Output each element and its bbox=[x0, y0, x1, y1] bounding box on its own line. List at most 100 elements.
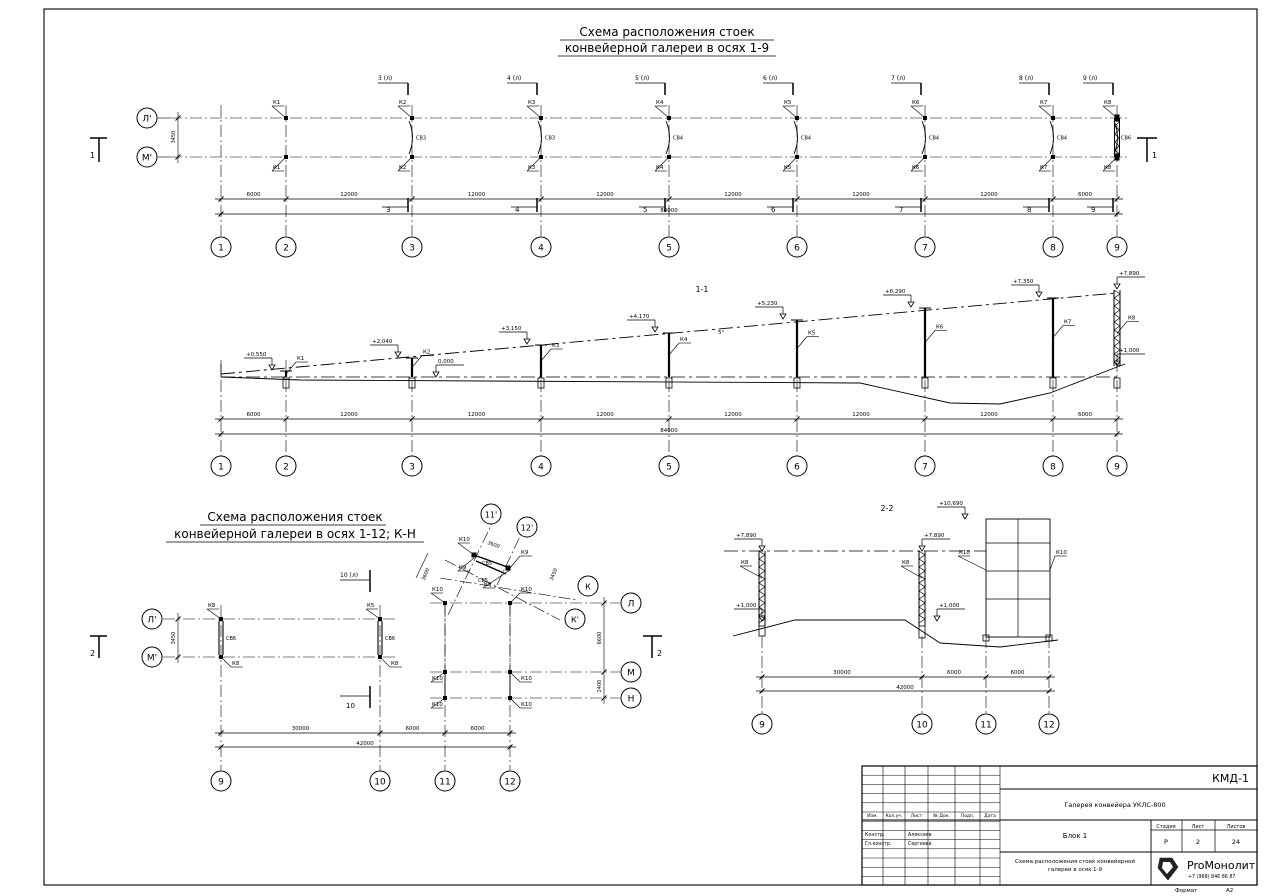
brace-mark: СВ6 bbox=[385, 636, 395, 642]
dim-value: 12000 bbox=[852, 412, 870, 418]
axis-label: 10 bbox=[374, 778, 386, 788]
elevation-value: +7,890 bbox=[736, 533, 757, 539]
elevation-value: +5,230 bbox=[757, 301, 778, 307]
dim-value: 6000 bbox=[1011, 670, 1025, 676]
axis-bubble bbox=[786, 236, 808, 258]
dim-tick bbox=[507, 744, 513, 750]
format-value: А2 bbox=[1226, 888, 1233, 894]
leader-line bbox=[1116, 321, 1128, 334]
elevation-value: +7,890 bbox=[1119, 271, 1140, 277]
elevation-marker bbox=[523, 338, 531, 345]
row-axis-label: Л' bbox=[142, 115, 151, 125]
lattice-web bbox=[1113, 117, 1121, 155]
axis-label: 11 bbox=[439, 778, 450, 788]
axis-bubble bbox=[658, 236, 680, 258]
leader-line bbox=[526, 105, 542, 119]
column-mark: К10 bbox=[521, 702, 532, 708]
axis-label: 12 bbox=[504, 778, 515, 788]
company-name: ProМонолит bbox=[1187, 859, 1256, 872]
dim-tick bbox=[922, 416, 928, 422]
elevation-marker bbox=[394, 351, 402, 358]
foundation bbox=[758, 625, 766, 637]
axis-label: 9 bbox=[218, 778, 224, 788]
sheet-frame bbox=[43, 8, 1258, 886]
section-mark-label: 9 bbox=[1091, 206, 1095, 214]
column-mark: К8 bbox=[741, 560, 749, 566]
dim-tick bbox=[218, 196, 224, 202]
row-axis-label: М' bbox=[142, 154, 152, 164]
cut-label: 1 bbox=[90, 151, 95, 160]
dim-value: 12000 bbox=[724, 412, 742, 418]
dim-tick bbox=[283, 416, 289, 422]
column-mark: К1 bbox=[273, 165, 280, 171]
axis-label: К' bbox=[571, 616, 579, 625]
elevation-marker bbox=[933, 615, 941, 622]
column-mark: К3 bbox=[528, 165, 536, 171]
stamp-col-head: Лист bbox=[911, 813, 923, 819]
axis-label: 4 bbox=[538, 244, 544, 254]
dim-value: 3450 bbox=[171, 131, 177, 144]
dim-value: 6000 bbox=[1078, 192, 1092, 198]
dim-tick bbox=[666, 196, 672, 202]
dim-value: 12000 bbox=[468, 192, 486, 198]
axis-label: 1 bbox=[218, 463, 224, 473]
axis-label: 9 bbox=[759, 721, 765, 731]
stamp-stage-head: Лист bbox=[1192, 824, 1205, 830]
leader-line bbox=[411, 355, 423, 368]
axis-bubble bbox=[751, 713, 773, 735]
elevation-value: +1,000 bbox=[736, 603, 757, 609]
bracing bbox=[793, 120, 798, 155]
elevation-value: 0,000 bbox=[438, 359, 454, 365]
axis-bubble bbox=[401, 455, 423, 477]
elevation-value: +2,040 bbox=[372, 339, 393, 345]
bracing bbox=[1113, 120, 1118, 155]
stamp-block: Блок 1 bbox=[1063, 832, 1087, 840]
section-mark-label: 6 (л) bbox=[763, 75, 777, 82]
dim-tick bbox=[601, 600, 607, 606]
dim-value: 12000 bbox=[980, 192, 998, 198]
axis-bubble bbox=[401, 236, 423, 258]
dim-tick bbox=[507, 730, 513, 736]
leader-line bbox=[900, 565, 923, 579]
stamp-sheet-desc: Схема расположения стоек конвейерной bbox=[1015, 858, 1135, 865]
dim-tick bbox=[1050, 196, 1056, 202]
dim-value: 12000 bbox=[980, 412, 998, 418]
column-mark: К2 bbox=[423, 350, 430, 356]
elevation-marker bbox=[758, 545, 766, 552]
axis-bubble bbox=[516, 516, 538, 538]
dim-value: 12000 bbox=[468, 412, 486, 418]
elevation-marker bbox=[961, 513, 969, 520]
axis-bubble bbox=[1042, 455, 1064, 477]
column-mark: К7 bbox=[1040, 165, 1048, 171]
stamp-stage-value: 2 bbox=[1196, 838, 1200, 846]
column-mark: К6 bbox=[912, 100, 920, 106]
column-mark: К3 bbox=[528, 100, 536, 106]
dim-value: 6000 bbox=[247, 412, 261, 418]
axis-label: 6 bbox=[794, 244, 800, 254]
dim-tick bbox=[983, 674, 989, 680]
elevation-value: +7,890 bbox=[924, 533, 945, 539]
format-label: Формат bbox=[1175, 888, 1198, 894]
leader-line bbox=[796, 336, 808, 349]
axis-label: 3 bbox=[409, 463, 415, 473]
leader-line bbox=[379, 656, 391, 668]
brace-mark: СВ3 bbox=[545, 136, 555, 142]
axis-bubble bbox=[1106, 236, 1128, 258]
stamp-role: Констр. bbox=[865, 832, 884, 838]
dim-tick bbox=[794, 416, 800, 422]
column-mark: К9 bbox=[484, 582, 492, 588]
leader-line bbox=[782, 105, 798, 119]
stamp-stage-head: Листов bbox=[1227, 824, 1246, 830]
leader-line bbox=[739, 565, 763, 579]
leader-line bbox=[910, 156, 926, 172]
section-mark-label: 10 (л) bbox=[340, 572, 358, 579]
stamp-project: Галерея конвейера УКЛС-800 bbox=[1064, 801, 1165, 809]
axis-label: 7 bbox=[922, 463, 928, 473]
column-mark: К1 bbox=[273, 100, 280, 106]
elevation-marker bbox=[1035, 291, 1043, 298]
axis-label: 7 bbox=[922, 244, 928, 254]
section-mark-label: 5 (л) bbox=[635, 75, 649, 82]
leader-line bbox=[924, 330, 936, 343]
stamp-stage-value: 24 bbox=[1232, 838, 1240, 846]
